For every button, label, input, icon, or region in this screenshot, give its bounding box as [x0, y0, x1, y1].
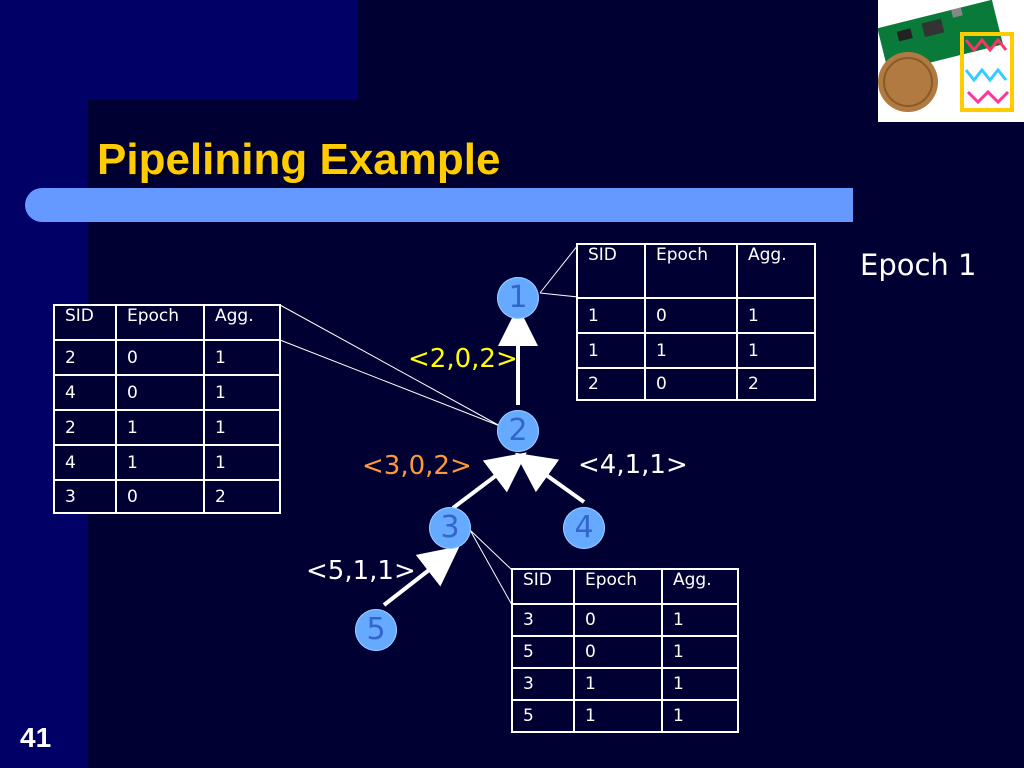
epoch-label: Epoch 1: [860, 248, 977, 282]
callout-line: [279, 304, 501, 427]
tree-node-4: 4: [563, 507, 605, 549]
slide-title: Pipelining Example: [97, 135, 501, 184]
callout-line: [469, 529, 513, 606]
callout-line: [539, 244, 579, 294]
header-agg: Agg.: [203, 304, 281, 341]
tree-node-3: 3: [429, 507, 471, 549]
sensor-board-and-coin-icon: [877, 0, 1024, 122]
edge-4-to-2: [514, 452, 586, 504]
tree-node-2: 2: [497, 410, 539, 452]
header-epoch: Epoch: [115, 304, 205, 341]
slide-number: 41: [20, 722, 52, 753]
message-5-to-3: <5,1,1>: [306, 556, 416, 586]
edge-5-to-3: [382, 546, 460, 607]
message-3-to-2: <3,0,2>: [362, 451, 472, 481]
tree-node-1: 1: [497, 277, 539, 319]
header-sid: SID: [576, 243, 646, 299]
header-epoch: Epoch: [573, 568, 663, 605]
header-sid: SID: [53, 304, 117, 341]
message-4-to-2: <4,1,1>: [578, 450, 688, 480]
title-accent-bar: [25, 188, 853, 222]
header-agg: Agg.: [736, 243, 816, 299]
callout-line: [469, 529, 513, 571]
header-epoch: Epoch: [644, 243, 738, 299]
header-agg: Agg.: [661, 568, 739, 605]
message-2-to-1: <2,0,2>: [408, 344, 518, 374]
header-sid: SID: [511, 568, 575, 605]
edge-3-to-2: [451, 452, 527, 510]
background-top-panel: [0, 0, 358, 100]
callout-line: [539, 292, 579, 298]
tree-node-5: 5: [355, 609, 397, 651]
callout-line: [279, 339, 501, 427]
